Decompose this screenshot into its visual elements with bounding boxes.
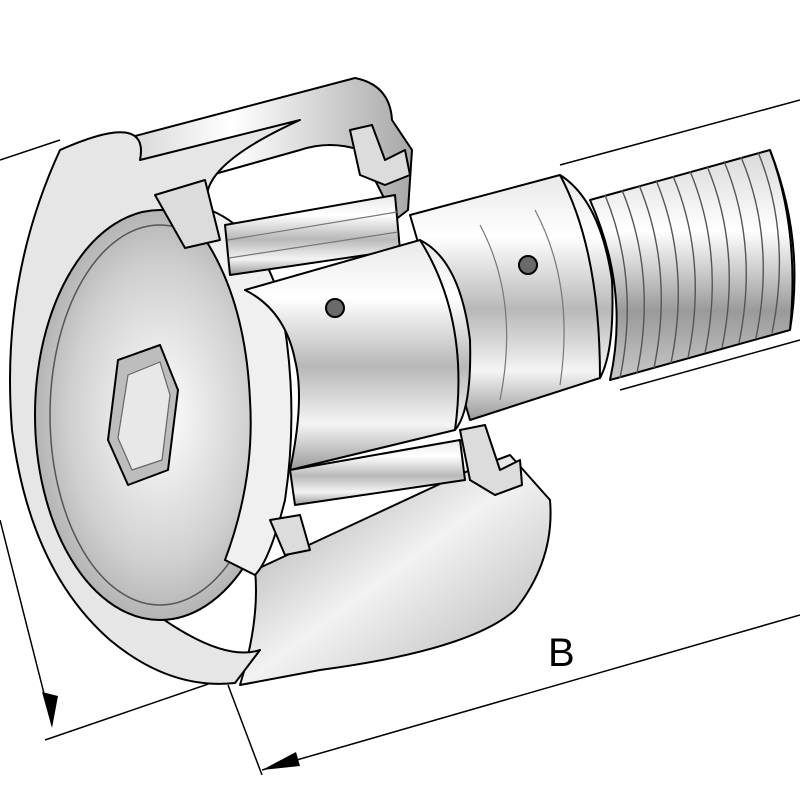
dimension-arrow-b	[262, 752, 300, 770]
extension-line-right-lower	[619, 339, 800, 391]
needle-roller-bottom	[289, 439, 466, 506]
dimension-line-b	[261, 614, 800, 771]
needle-rollers	[224, 194, 466, 506]
inner-race	[244, 239, 472, 471]
seal-washers	[154, 124, 523, 556]
extension-line-bottom-left	[44, 679, 221, 741]
lubrication-hole-front	[325, 298, 345, 318]
extension-line-vertical-left	[0, 519, 53, 726]
extension-line-right-upper	[559, 99, 800, 166]
extension-line-top	[0, 139, 61, 161]
dimension-lines	[0, 99, 800, 776]
dimension-arrow-vertical	[42, 692, 58, 728]
dimension-label-b: B	[548, 631, 575, 675]
threaded-stud	[589, 149, 796, 381]
lubrication-hole-rear	[518, 255, 538, 275]
extension-line-vertical-right	[227, 684, 263, 776]
